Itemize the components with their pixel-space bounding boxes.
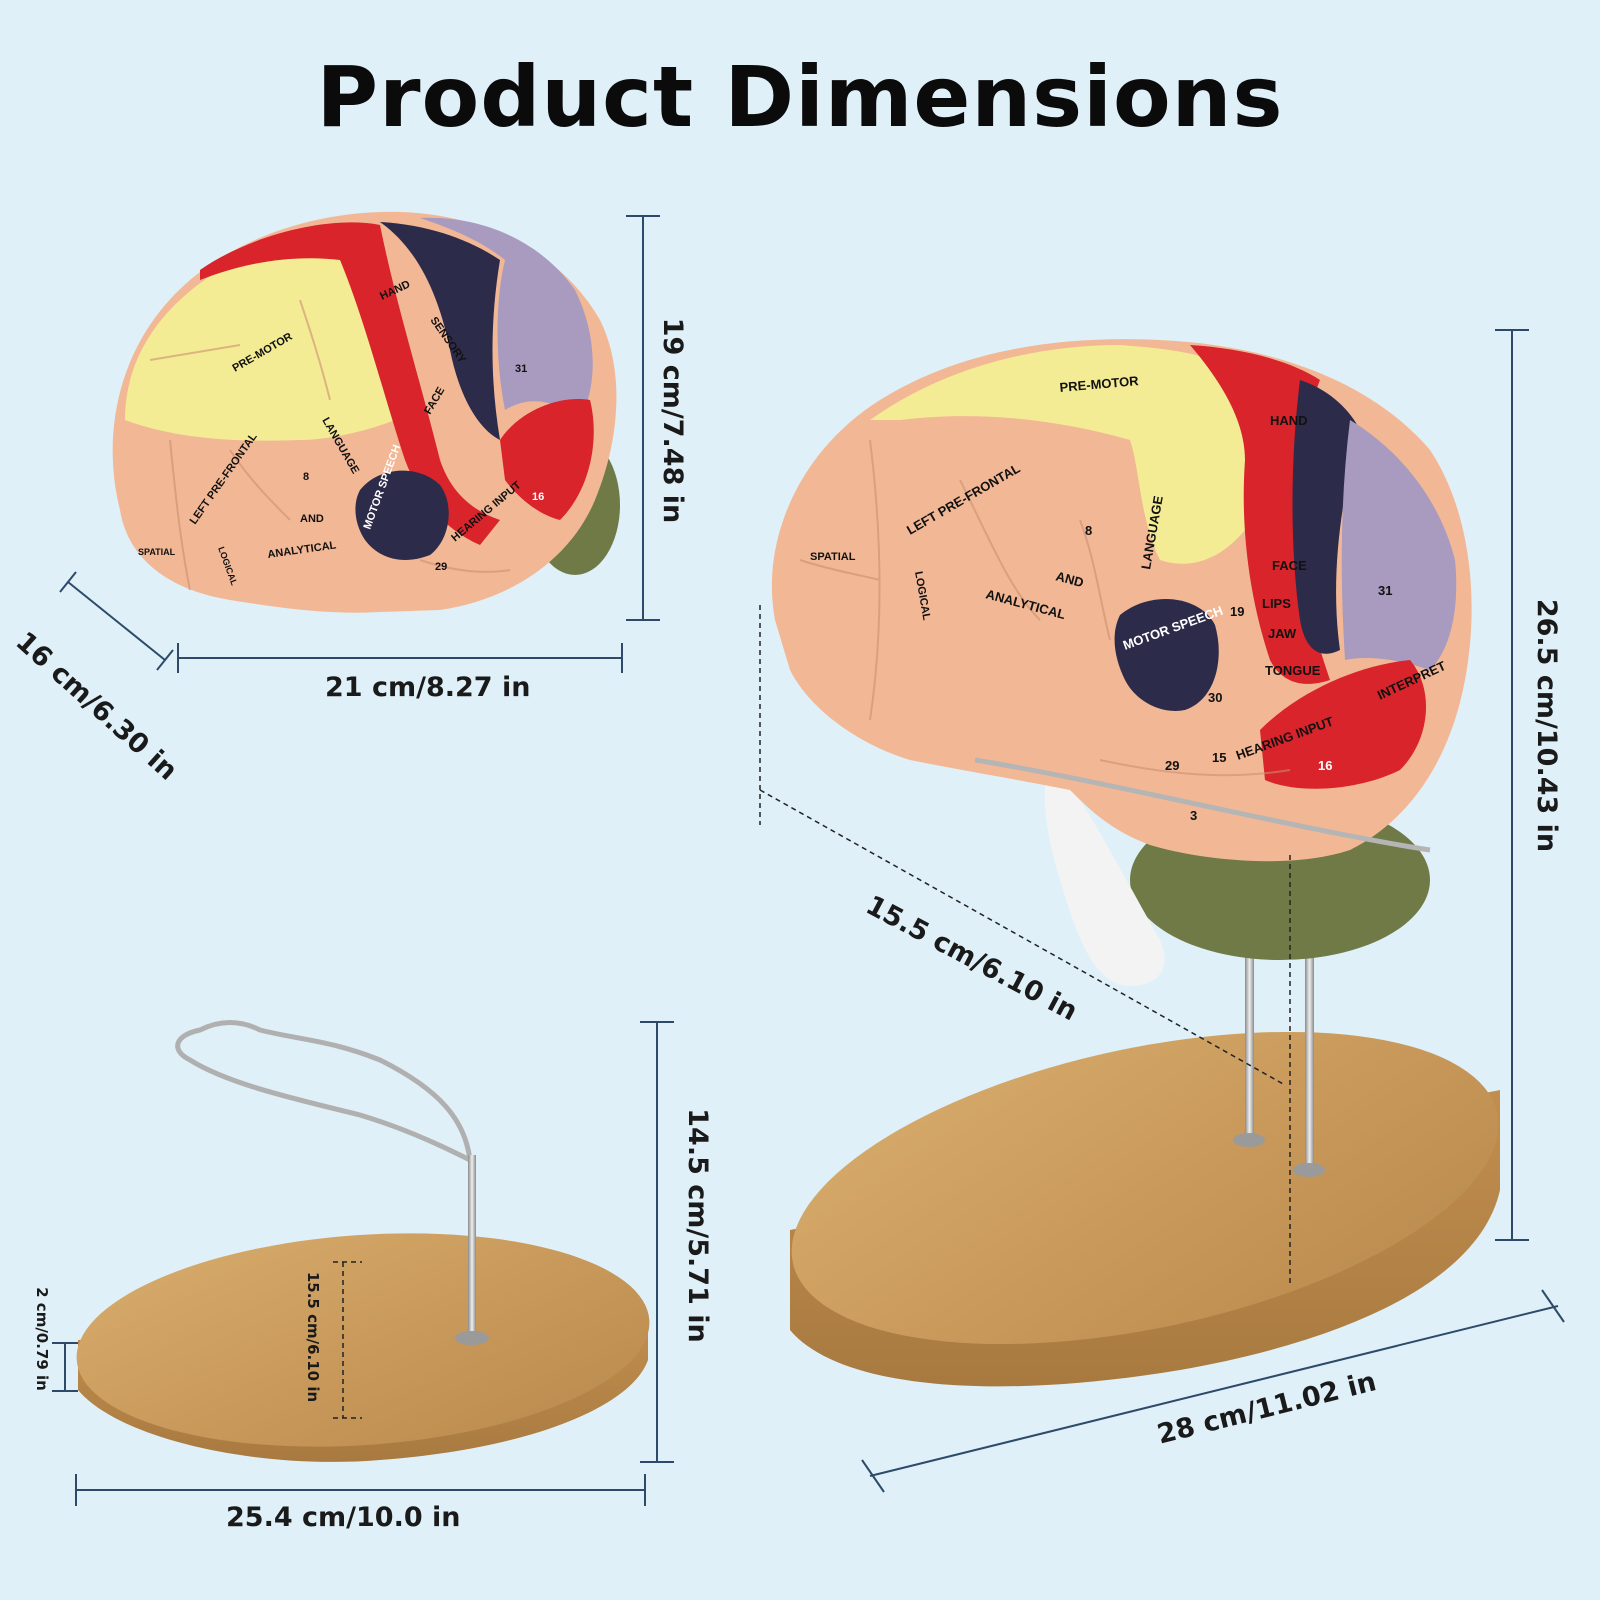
label-num-16: 16 bbox=[532, 491, 544, 503]
stand-width-label: 25.4 cm/10.0 in bbox=[226, 1502, 461, 1533]
assembled-label-num-30: 30 bbox=[1208, 690, 1222, 705]
assembled-motor-speech bbox=[1114, 598, 1219, 711]
stand-rod bbox=[468, 1155, 476, 1340]
label-num-8: 8 bbox=[303, 471, 309, 483]
rod-nut-right bbox=[1293, 1163, 1325, 1177]
assembled-label-face: FACE bbox=[1272, 558, 1307, 573]
stand-rod-height-label: 15.5 cm/6.10 in bbox=[304, 1271, 323, 1403]
assembled-label-num-8: 8 bbox=[1085, 523, 1092, 538]
assembled-label-num-15: 15 bbox=[1212, 750, 1226, 765]
assembled-base-top bbox=[791, 1031, 1499, 1345]
premotor-region bbox=[125, 246, 403, 441]
assembled-label-premotor: PRE-MOTOR bbox=[1059, 373, 1140, 395]
assembled-label-spatial: SPATIAL bbox=[810, 551, 856, 563]
stand-dashed-guides bbox=[333, 1261, 362, 1419]
assembled-label-lips: LIPS bbox=[1262, 596, 1291, 611]
rod-left bbox=[1245, 940, 1254, 1140]
assembled-label-jaw: JAW bbox=[1268, 626, 1297, 641]
rod-nut-left bbox=[1233, 1133, 1265, 1147]
label-num-31: 31 bbox=[515, 363, 527, 375]
assembled-sulcus-band bbox=[1292, 380, 1360, 654]
assembled-label-num-3: 3 bbox=[1190, 808, 1197, 823]
label-and: AND bbox=[300, 513, 324, 525]
label-spatial: SPATIAL bbox=[138, 547, 176, 557]
assembled-interpret-region bbox=[1260, 660, 1427, 789]
assembled-label-tongue: TONGUE bbox=[1265, 663, 1321, 678]
assembled-model: PRE-MOTOR LANGUAGE LEFT PRE-FRONTAL AND … bbox=[771, 339, 1500, 1387]
motor-strip bbox=[200, 222, 500, 545]
assembled-label-hand: HAND bbox=[1270, 413, 1308, 428]
brain-stem bbox=[1044, 760, 1165, 986]
brain-height-label: 19 cm/7.48 in bbox=[657, 317, 689, 524]
stand-height-label: 14.5 cm/5.71 in bbox=[681, 1108, 713, 1343]
stand-nut bbox=[455, 1331, 489, 1345]
stand-ring bbox=[974, 757, 1431, 853]
assembled-premotor bbox=[870, 345, 1250, 564]
sensory-region bbox=[420, 217, 593, 420]
brain-model-top-left: PRE-MOTOR LANGUAGE LEFT PRE-FRONTAL AND … bbox=[112, 211, 620, 613]
assembled-label-and: AND bbox=[1054, 568, 1085, 590]
stand-wire-frame bbox=[175, 1020, 474, 1165]
assembled-label-num-31: 31 bbox=[1378, 583, 1392, 598]
rod-right bbox=[1305, 940, 1314, 1170]
stand-base-thickness-label: 2 cm/0.79 in bbox=[32, 1287, 51, 1391]
assembled-sensory bbox=[1341, 420, 1457, 670]
stand-base-top bbox=[76, 1233, 650, 1447]
assembled-label-num-29: 29 bbox=[1165, 758, 1179, 773]
page-title: Product Dimensions bbox=[316, 48, 1284, 146]
motor-speech-region bbox=[355, 470, 449, 560]
assembled-gyri-texture bbox=[799, 439, 1291, 777]
assembled-dashed-guides bbox=[759, 605, 1291, 1285]
assembled-dimension-lines bbox=[861, 329, 1565, 1493]
gyri-texture bbox=[149, 299, 511, 591]
sulcus-band bbox=[380, 222, 500, 440]
assembled-label-num-16: 16 bbox=[1318, 758, 1332, 773]
assembled-motor-strip bbox=[1190, 345, 1330, 684]
label-num-29: 29 bbox=[435, 561, 447, 573]
brain-width-label: 21 cm/8.27 in bbox=[325, 672, 531, 703]
assembled-height-label: 26.5 cm/10.43 in bbox=[1531, 598, 1563, 853]
stand-assembly bbox=[76, 1020, 650, 1462]
brain-dimension-lines bbox=[59, 215, 660, 673]
assembled-label-num-19: 19 bbox=[1230, 604, 1244, 619]
stand-dimension-lines bbox=[52, 1021, 674, 1506]
hearing-red-region bbox=[500, 399, 594, 520]
